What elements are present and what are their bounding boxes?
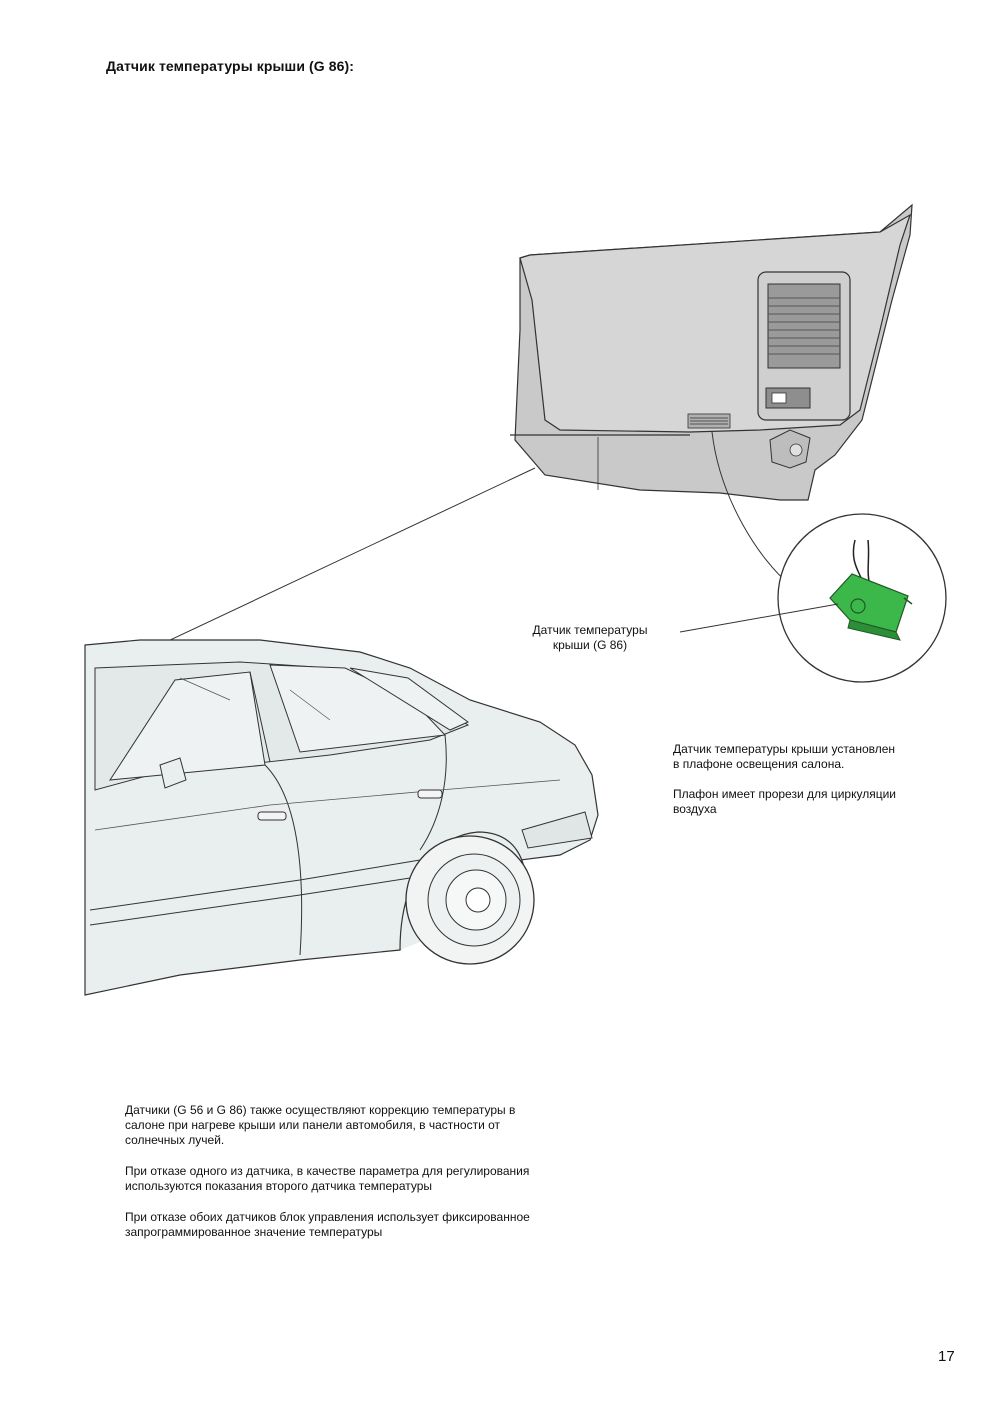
sensor-description: Датчик температуры крыши установлен в пл… <box>673 742 953 832</box>
page-number: 17 <box>938 1348 955 1365</box>
notes-paragraph-2: При отказе одного из датчика, в качестве… <box>125 1164 530 1193</box>
illustration <box>84 203 947 996</box>
page-title: Датчик температуры крыши (G 86): <box>106 58 355 74</box>
detail-magnifier <box>711 431 947 683</box>
leader-line-sensor <box>679 603 839 633</box>
callout-line-2: крыши (G 86) <box>552 638 628 652</box>
notes-paragraph-1: Датчики (G 56 и G 86) также осуществляют… <box>125 1103 516 1147</box>
notes-paragraph-3: При отказе обоих датчиков блок управлени… <box>125 1210 530 1239</box>
car-illustration <box>84 639 599 996</box>
headliner-panel <box>510 203 913 501</box>
callout-line-1: Датчик температуры <box>532 623 648 637</box>
notes-section: Датчики (G 56 и G 86) также осуществляют… <box>125 1103 605 1256</box>
description-paragraph-1: Датчик температуры крыши установлен в пл… <box>673 742 896 771</box>
sensor-g86 <box>829 573 909 633</box>
sensor-callout-label: Датчик температуры крыши (G 86) <box>510 623 670 653</box>
leader-line-roof <box>131 467 536 659</box>
description-paragraph-2: Плафон имеет прорези для циркуляции возд… <box>673 787 896 816</box>
